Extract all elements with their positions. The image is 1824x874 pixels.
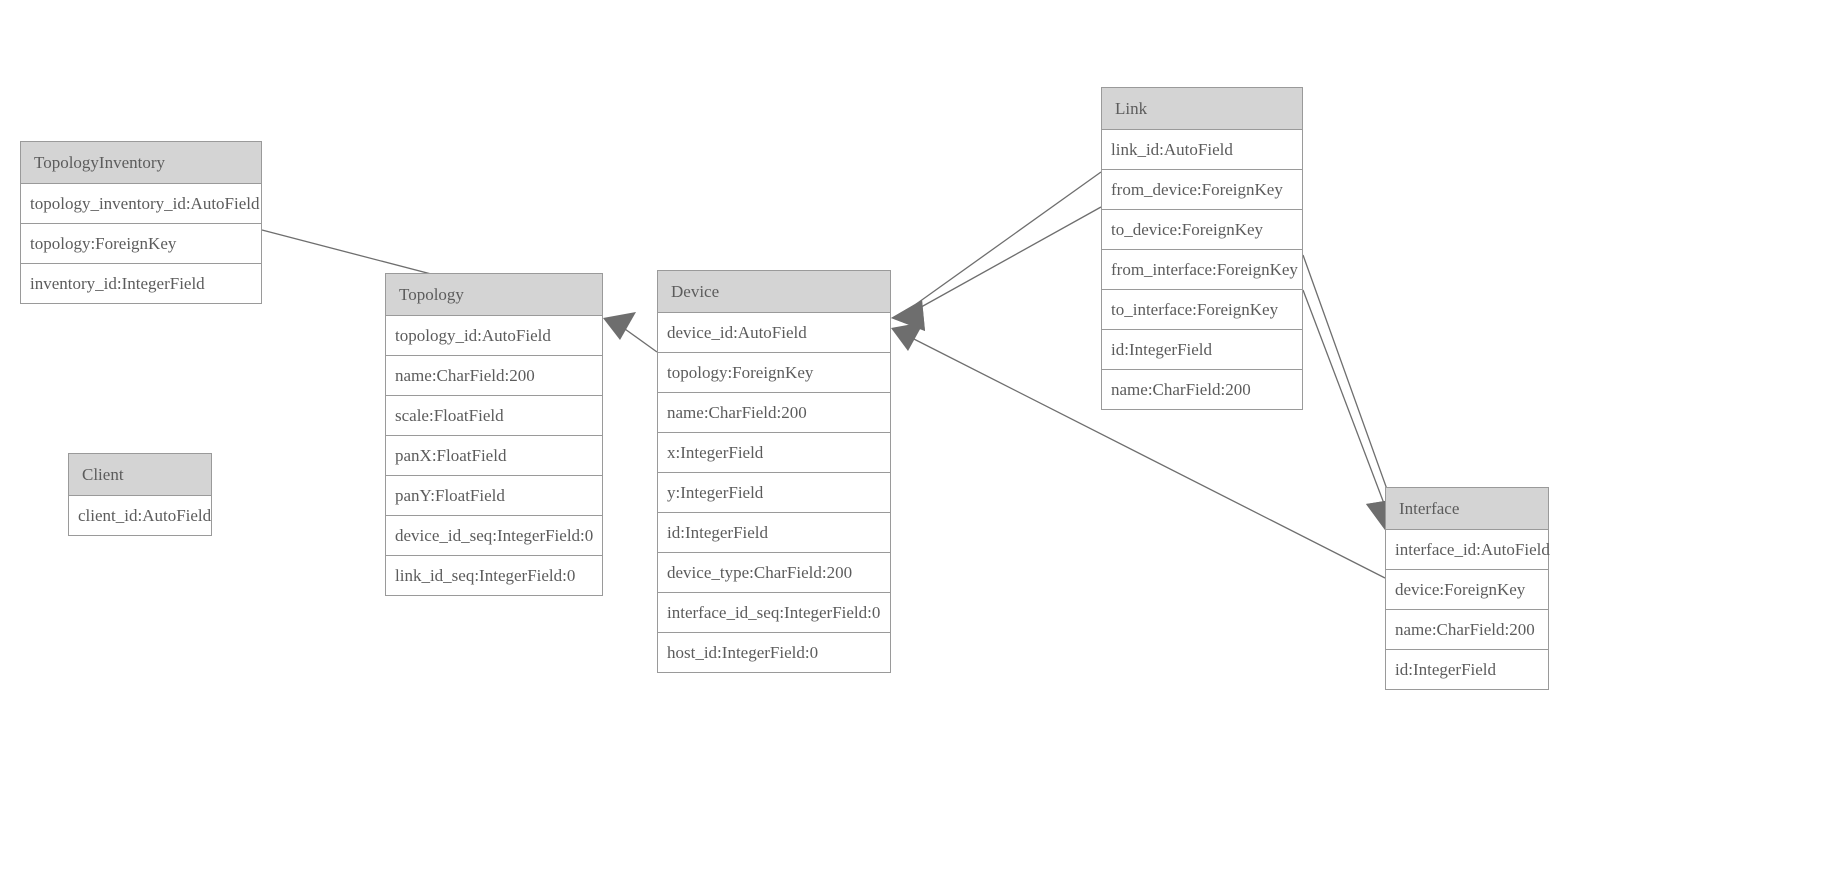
entity-field[interactable]: name:CharField:200: [1386, 610, 1548, 650]
entity-field[interactable]: device_type:CharField:200: [658, 553, 890, 593]
entity-field[interactable]: id:IntegerField: [1386, 650, 1548, 689]
entity-field[interactable]: from_device:ForeignKey: [1102, 170, 1302, 210]
entity-field[interactable]: scale:FloatField: [386, 396, 602, 436]
entity-title-topology: Topology: [386, 274, 602, 316]
entity-field[interactable]: device:ForeignKey: [1386, 570, 1548, 610]
entity-field[interactable]: device_id_seq:IntegerField:0: [386, 516, 602, 556]
rel-device-topology: [603, 312, 658, 353]
entity-field[interactable]: client_id:AutoField: [69, 496, 211, 535]
entity-title-client: Client: [69, 454, 211, 496]
entity-field[interactable]: to_device:ForeignKey: [1102, 210, 1302, 250]
relationship-line: [904, 206, 1102, 317]
entity-field[interactable]: device_id:AutoField: [658, 313, 890, 353]
entity-field[interactable]: panY:FloatField: [386, 476, 602, 516]
entity-field[interactable]: interface_id:AutoField: [1386, 530, 1550, 570]
relationship-arrowhead: [891, 322, 924, 351]
entity-title-link: Link: [1102, 88, 1302, 130]
entity-field[interactable]: link_id_seq:IntegerField:0: [386, 556, 602, 595]
rel-link-to-interface: [1302, 289, 1397, 530]
relationship-arrowhead: [891, 300, 925, 331]
entity-title-device: Device: [658, 271, 890, 313]
rel-link-from-device: [891, 171, 1102, 331]
relationship-line: [1302, 289, 1392, 523]
entity-field[interactable]: host_id:IntegerField:0: [658, 633, 890, 672]
entity-field[interactable]: inventory_id:IntegerField: [21, 264, 261, 303]
entity-field[interactable]: topology_inventory_id:AutoField: [21, 184, 261, 224]
entity-field[interactable]: from_interface:ForeignKey: [1102, 250, 1302, 290]
relationship-arrowhead: [603, 312, 636, 340]
entity-field[interactable]: topology:ForeignKey: [658, 353, 890, 393]
entity-field[interactable]: topology_id:AutoField: [386, 316, 602, 356]
rel-link-to-device: [891, 206, 1102, 331]
entity-field[interactable]: link_id:AutoField: [1102, 130, 1302, 170]
entity-field[interactable]: id:IntegerField: [1102, 330, 1302, 370]
entity-field[interactable]: y:IntegerField: [658, 473, 890, 513]
entity-field[interactable]: name:CharField:200: [1102, 370, 1302, 409]
relationship-arrowhead: [891, 300, 925, 331]
relationship-line: [904, 171, 1102, 313]
entity-field[interactable]: name:CharField:200: [386, 356, 602, 396]
relationship-line: [1302, 254, 1399, 521]
entity-title-interface: Interface: [1386, 488, 1548, 530]
entity-title-topology_inventory: TopologyInventory: [21, 142, 261, 184]
rel-link-from-interface: [1302, 254, 1399, 530]
entity-field[interactable]: id:IntegerField: [658, 513, 890, 553]
entity-field[interactable]: x:IntegerField: [658, 433, 890, 473]
entity-field[interactable]: to_interface:ForeignKey: [1102, 290, 1302, 330]
relationship-line: [617, 323, 658, 353]
entity-field[interactable]: panX:FloatField: [386, 436, 602, 476]
entity-field[interactable]: topology:ForeignKey: [21, 224, 261, 264]
entity-field[interactable]: name:CharField:200: [658, 393, 890, 433]
entity-field[interactable]: interface_id_seq:IntegerField:0: [658, 593, 890, 633]
